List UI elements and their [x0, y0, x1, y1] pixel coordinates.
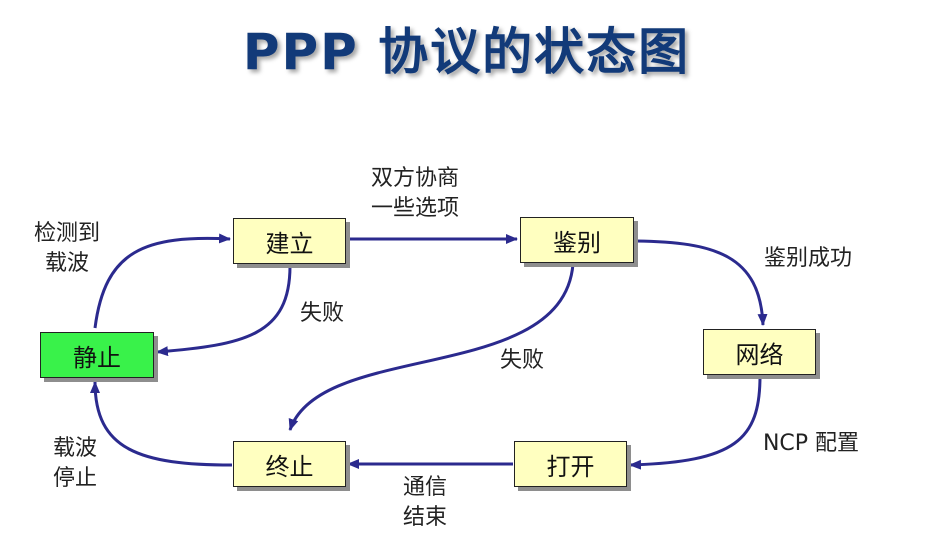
arrow-authenticate-fail [288, 263, 575, 431]
arrow-network-to-open [629, 375, 762, 470]
state-terminate: 终止 [233, 441, 346, 487]
label-ncp-config: NCP 配置 [750, 429, 872, 459]
arrow-terminate-to-static [90, 381, 233, 467]
state-network-label: 网络 [735, 340, 784, 369]
label-carrier-detected-line1: 检测到 [33, 221, 100, 246]
label-establish-fail: 失败 [292, 299, 352, 329]
label-carrier-stopped-line1: 载波 [52, 436, 97, 461]
state-establish-label: 建立 [265, 229, 314, 258]
label-negotiate-options-line2: 一些选项 [370, 196, 459, 221]
label-negotiate-options-line1: 双方协商 [370, 166, 459, 191]
state-authenticate-label: 鉴别 [553, 228, 601, 257]
label-comm-end: 通信 结束 [390, 473, 460, 533]
label-establish-fail-text: 失败 [299, 301, 344, 326]
label-comm-end-line2: 结束 [402, 505, 447, 530]
arrow-static-to-establish [93, 233, 231, 329]
state-static-label: 静止 [73, 343, 121, 372]
state-network: 网络 [703, 329, 816, 375]
label-auth-success-text: 鉴别成功 [763, 246, 852, 271]
page-title: PPP 协议的状态图 [242, 23, 691, 81]
state-open-label: 打开 [546, 452, 595, 481]
arrow-authenticate-to-network [635, 239, 768, 326]
label-carrier-stopped: 载波 停止 [40, 434, 110, 494]
state-authenticate: 鉴别 [520, 217, 634, 263]
state-terminate-label: 终止 [265, 452, 314, 481]
state-open: 打开 [514, 441, 627, 487]
label-negotiate-options: 双方协商 一些选项 [355, 164, 475, 224]
label-ncp-config-text: NCP 配置 [762, 431, 860, 456]
label-auth-success: 鉴别成功 [752, 244, 864, 274]
label-auth-fail-text: 失败 [499, 348, 544, 373]
label-auth-fail: 失败 [492, 346, 552, 376]
label-carrier-detected-line2: 载波 [44, 251, 89, 276]
state-establish: 建立 [233, 218, 346, 264]
label-carrier-detected: 检测到 载波 [22, 219, 112, 279]
label-carrier-stopped-line2: 停止 [52, 466, 97, 491]
arrow-establish-fail [156, 265, 292, 357]
state-static: 静止 [40, 332, 154, 378]
label-comm-end-line1: 通信 [402, 475, 447, 500]
